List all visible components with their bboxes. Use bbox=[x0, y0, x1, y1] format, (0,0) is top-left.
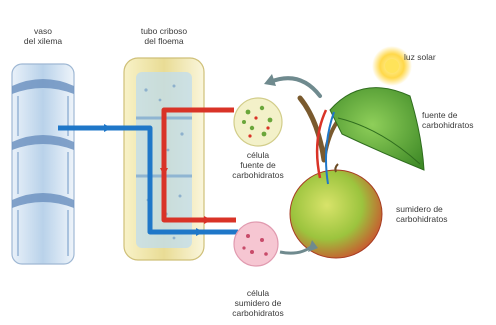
source-cell-label: célula fuente de carbohidratos bbox=[222, 150, 294, 180]
fruit bbox=[290, 164, 382, 258]
sunlight-label: luz solar bbox=[404, 52, 436, 62]
fruit-sink-label: sumidero de carbohidratos bbox=[396, 204, 448, 224]
leaf bbox=[330, 88, 424, 170]
phloem-sieve-tube-label: tubo criboso del floema bbox=[122, 26, 206, 46]
water-flow-path bbox=[58, 128, 238, 232]
xylem-vessel-label: vaso del xilema bbox=[14, 26, 72, 46]
xylem-vessel bbox=[12, 64, 74, 264]
sink-cell-label: célula sumidero de carbohidratos bbox=[218, 288, 298, 318]
sink-cell bbox=[234, 222, 278, 266]
source-cell bbox=[234, 98, 282, 146]
leaf-source-label: fuente de carbohidratos bbox=[422, 110, 474, 130]
